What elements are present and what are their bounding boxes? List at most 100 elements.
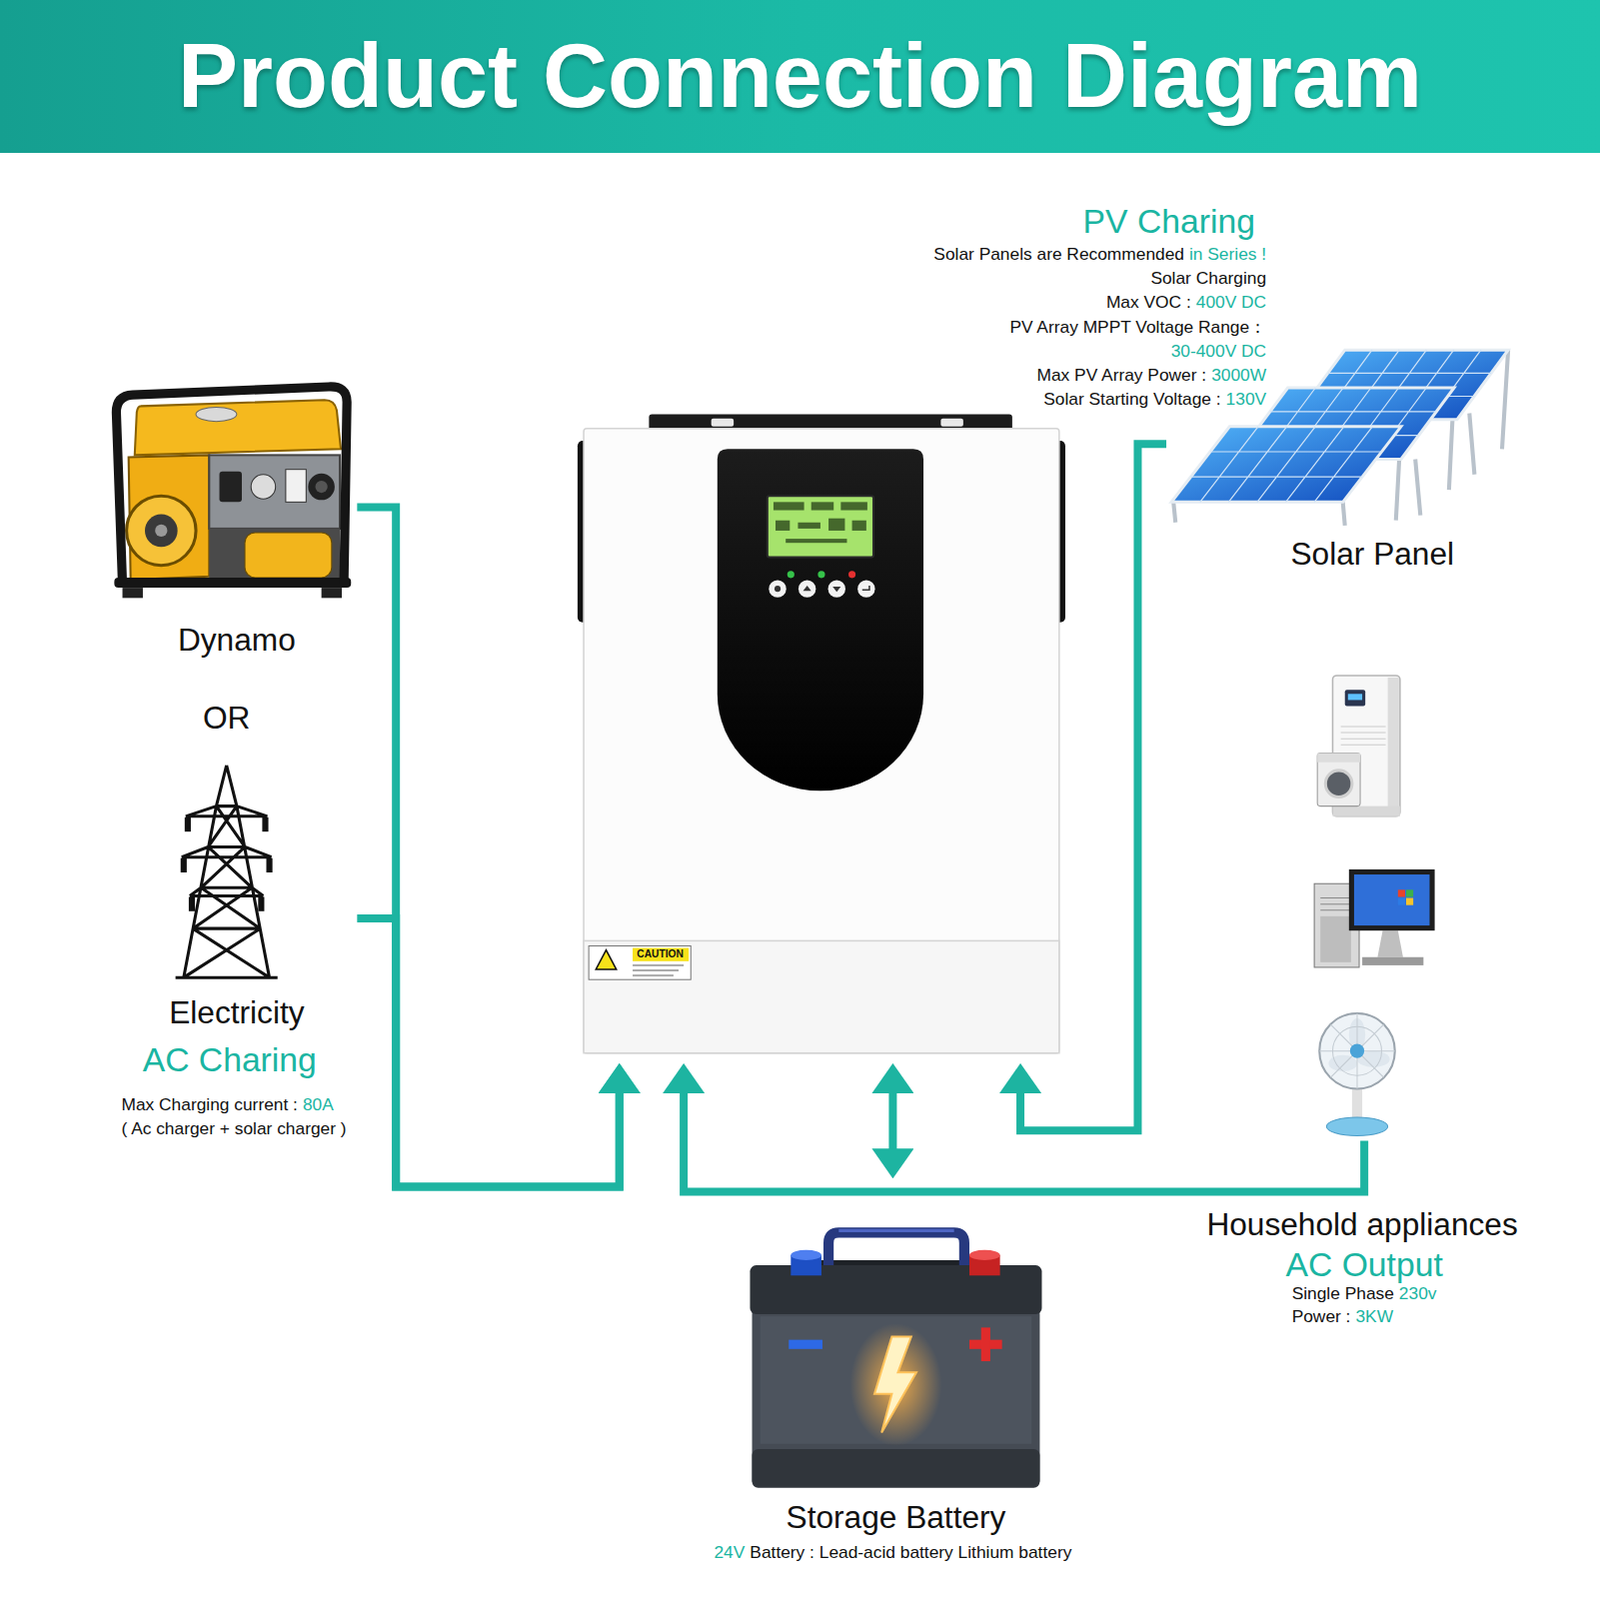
appliance-illustration	[1341, 726, 1387, 745]
appliance-illustration	[1317, 753, 1361, 763]
label-text: Solar Panels are Recommended	[933, 244, 1185, 265]
pylon-illustration	[265, 858, 272, 873]
inverter-illustration	[775, 520, 790, 531]
pylon-illustration	[184, 817, 191, 832]
node-caption: Solar Panel	[1291, 535, 1456, 572]
spec-line: Solar Charging	[1150, 268, 1267, 289]
highlight-text: AC Charing	[142, 1040, 317, 1080]
appliance-illustration	[1314, 675, 1435, 1136]
highlight-text: 80A	[302, 1095, 334, 1116]
generator-illustration	[126, 495, 196, 565]
inverter-illustration	[797, 522, 820, 529]
highlight-text: in Series !	[1189, 244, 1267, 265]
highlight-text: PV Charing	[1083, 201, 1256, 241]
inverter-illustration	[832, 586, 841, 592]
label-text: PV Array MPPT Voltage Range：	[1009, 317, 1267, 338]
connector	[683, 1075, 1365, 1193]
spec-line: Solar Starting Voltage :130V	[1043, 389, 1267, 410]
pylon-illustration	[175, 765, 278, 978]
pylon-illustration	[188, 896, 195, 911]
highlight-text: 3000W	[1211, 365, 1267, 386]
label-text: Solar Starting Voltage :	[1043, 389, 1221, 410]
inverter-illustration	[632, 974, 674, 977]
label-text: Power :	[1292, 1307, 1352, 1328]
generator-illustration	[195, 406, 237, 421]
inverter-illustration	[828, 579, 846, 597]
generator-illustration	[122, 587, 143, 598]
inverter-illustration	[588, 946, 691, 981]
generator-illustration	[244, 532, 332, 578]
inverter-illustration	[848, 570, 856, 578]
pylon-illustration	[261, 817, 268, 832]
connector	[888, 1075, 897, 1167]
title-band	[0, 0, 1600, 153]
generator-illustration	[144, 514, 178, 548]
appliance-illustration	[1350, 1044, 1365, 1059]
battery-illustration	[788, 1340, 823, 1350]
generator-illustration	[134, 399, 341, 455]
pylon-illustration	[257, 896, 264, 911]
generator-illustration	[113, 386, 351, 598]
inverter-illustration	[632, 964, 684, 967]
battery-illustration	[749, 1230, 1042, 1488]
battery-illustration	[969, 1250, 1001, 1261]
appliance-illustration	[1319, 1013, 1396, 1090]
inverter-illustration	[768, 579, 786, 597]
inverter-illustration	[773, 501, 868, 543]
inverter-node: CAUTION	[581, 413, 1062, 1064]
appliance-illustration	[1328, 1055, 1358, 1072]
highlight-text: 24V	[713, 1543, 745, 1564]
appliance-illustration	[1332, 806, 1400, 817]
spec-line: Power :3KW	[1292, 1307, 1394, 1328]
inverter-illustration	[857, 579, 875, 597]
battery-node: Storage Battery	[744, 1178, 1046, 1547]
label-text: Max VOC :	[1106, 292, 1192, 313]
generator-node: Dynamo	[101, 382, 357, 659]
appliance-illustration	[1326, 1117, 1388, 1136]
inverter-illustration	[803, 585, 812, 591]
appliance-illustration	[1406, 889, 1414, 897]
label-text: Max Charging current :	[121, 1095, 298, 1116]
connector	[356, 506, 619, 1187]
inverter-illustration	[583, 940, 1060, 1053]
connector	[356, 918, 619, 1188]
generator-illustration	[154, 524, 167, 537]
section-heading: PV Charing	[1083, 201, 1256, 241]
spec-line: 24VBattery : Lead-acid battery Lithium b…	[713, 1543, 1072, 1564]
appliance-illustration	[1320, 898, 1354, 911]
battery-illustration	[874, 1337, 917, 1434]
appliance-illustration	[1377, 930, 1404, 958]
label-text: OR	[202, 699, 250, 736]
inverter-illustration	[577, 414, 1066, 1054]
appliance-illustration	[1320, 916, 1352, 963]
appliance-illustration	[1398, 889, 1406, 897]
generator-illustration	[208, 454, 340, 529]
node-caption: Dynamo	[177, 621, 296, 658]
generator-illustration	[321, 587, 342, 598]
inverter-illustration	[852, 520, 867, 531]
generator-illustration	[315, 480, 328, 493]
pylon-illustration	[175, 765, 278, 978]
solar-panel-illustration	[1171, 349, 1509, 526]
appliances-node: Household appliances	[1311, 668, 1445, 1142]
inverter-illustration	[940, 418, 963, 427]
battery-illustration	[838, 1229, 954, 1233]
label-text: Single Phase	[1292, 1284, 1395, 1305]
inverter-illustration	[583, 428, 1060, 1054]
spec-line: Max PV Array Power :3000W	[1037, 365, 1268, 386]
appliance-illustration	[1345, 689, 1366, 706]
spec-line: Single Phase230v	[1292, 1284, 1438, 1305]
grid-node: Electricity	[140, 755, 357, 1034]
spec-line: ( Ac charger + solar charger )	[121, 1119, 347, 1140]
appliance-illustration	[1362, 957, 1424, 966]
label-text: Solar Charging	[1150, 268, 1267, 289]
battery-illustration	[981, 1327, 991, 1362]
inverter-illustration	[798, 579, 816, 597]
generator-illustration	[115, 386, 347, 584]
node-caption: Electricity	[168, 994, 304, 1031]
connector	[1020, 443, 1167, 1131]
spec-line: PV Array MPPT Voltage Range：	[1009, 317, 1267, 338]
